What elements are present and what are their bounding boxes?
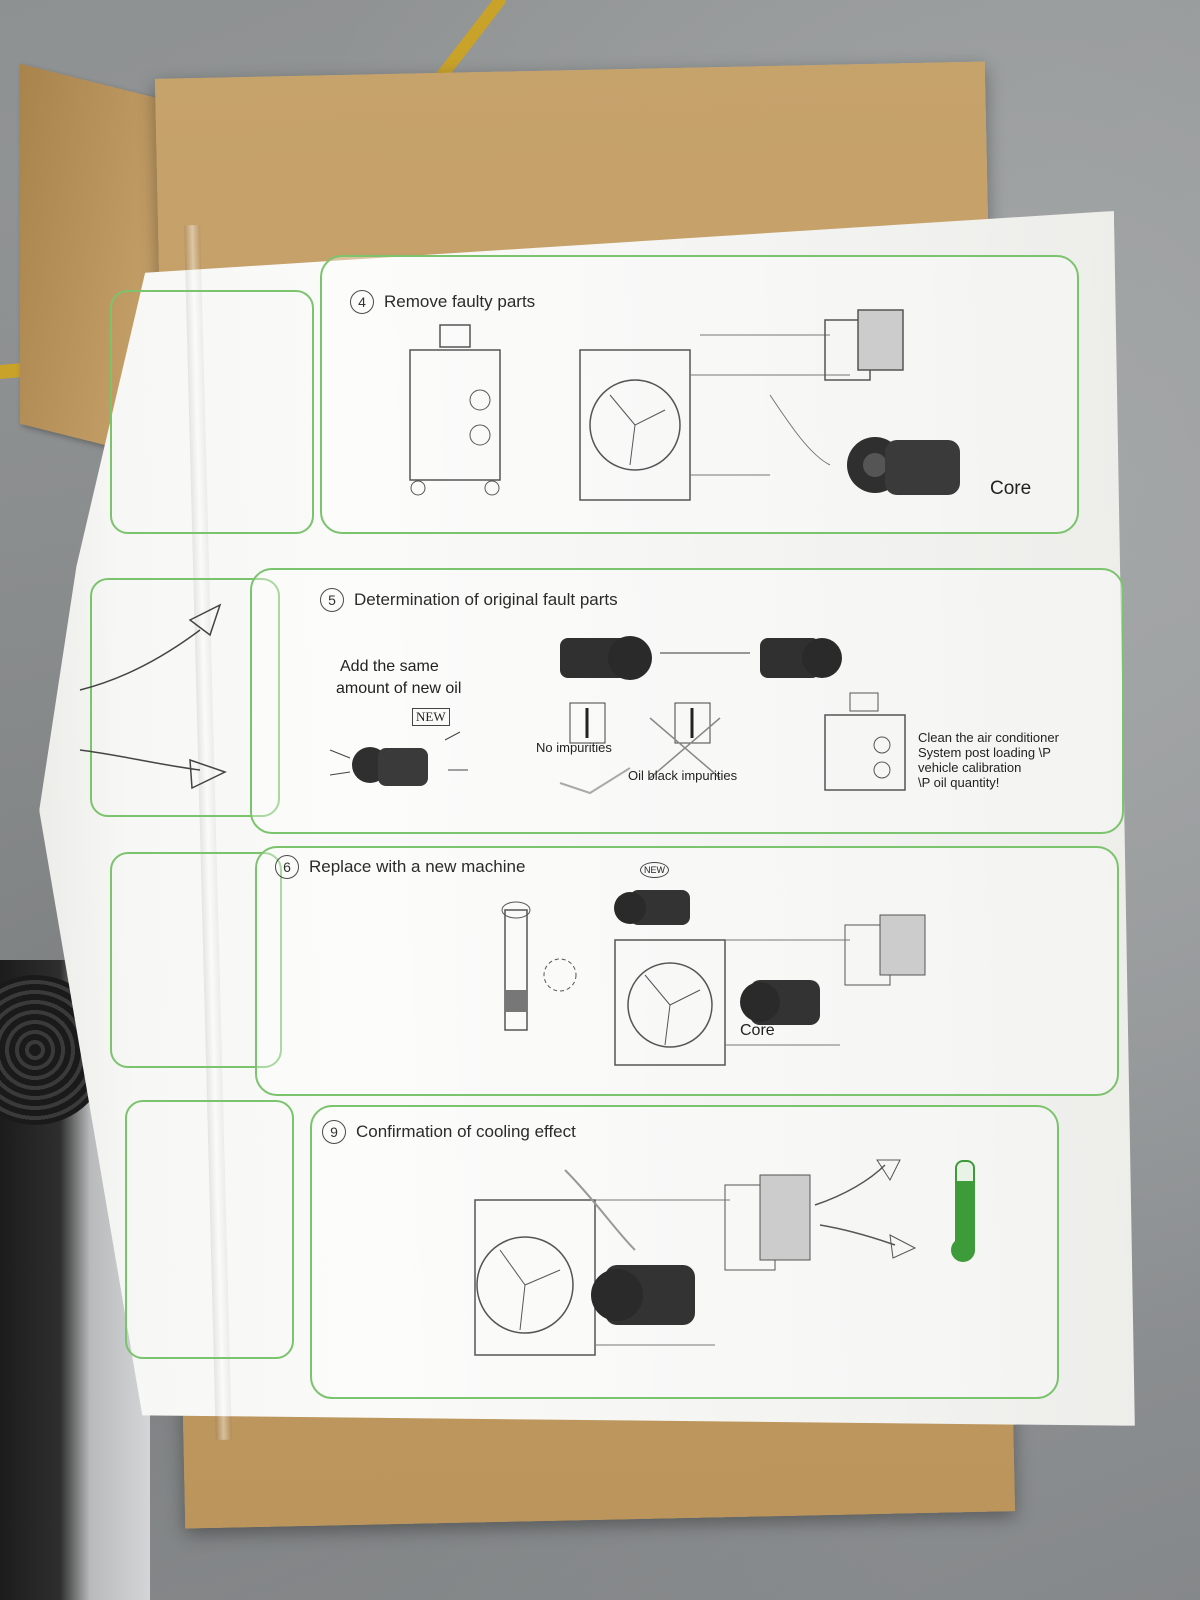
left-panel-3 (110, 852, 282, 1068)
thermometer-bulb (951, 1238, 975, 1262)
left-arrows-art (79, 603, 227, 790)
step4-title-text: Remove faulty parts (384, 292, 536, 311)
cleaning-machine-icon (824, 692, 906, 791)
step9-number: 9 (322, 1120, 346, 1144)
no-impurities-label: No impurities (536, 740, 612, 755)
left-panel-2 (90, 578, 280, 817)
ac-system-diagram-step9 (474, 1169, 811, 1356)
step4-title: 4 Remove faulty parts (350, 290, 535, 314)
step6-number: 6 (275, 855, 299, 879)
step4-core-label: Core (990, 478, 1032, 499)
step9-title: 9 Confirmation of cooling effect (322, 1120, 576, 1144)
step6-core-label: Core (740, 1022, 775, 1039)
airflow-arrows-icon (814, 1159, 917, 1259)
faulty-compressor-pair (560, 636, 842, 680)
new-oil-tag: NEW (412, 708, 450, 726)
step9-title-text: Confirmation of cooling effect (356, 1122, 576, 1141)
add-oil-text-line2: amount of new oil (336, 680, 462, 697)
step5-panel (250, 568, 1124, 834)
step6-panel (255, 846, 1119, 1096)
new-compressor-icon (329, 731, 468, 786)
add-oil-text-line1: Add the same (340, 658, 439, 675)
drier-filter-icon (501, 901, 577, 1031)
ac-system-diagram (579, 334, 850, 501)
evaporator-icon (824, 309, 904, 381)
recovery-machine-icon (409, 324, 501, 496)
ac-system-diagram-step6 (614, 890, 926, 1066)
step5-number: 5 (320, 588, 344, 612)
clean-note-line1: Clean the air conditioner (918, 730, 1059, 745)
step5-title: 5 Determination of original fault parts (320, 588, 618, 612)
clean-note: Clean the air conditioner System post lo… (918, 730, 1059, 790)
step4-number: 4 (350, 290, 374, 314)
oil-black-impurities-label: Oil black impurities (628, 768, 738, 783)
oil-sample-containers (559, 702, 721, 795)
compressor-icon-step4 (847, 437, 960, 495)
left-panel-1 (110, 290, 314, 534)
clean-note-line4: \P oil quantity! (918, 775, 1000, 790)
clean-note-line3: vehicle calibration (918, 760, 1022, 775)
step5-title-text: Determination of original fault parts (354, 590, 618, 609)
step6-title-text: Replace with a new machine (309, 857, 526, 876)
clean-note-line2: System post loading \P (918, 745, 1051, 760)
step6-title: 6 Replace with a new machine (275, 855, 525, 879)
step9-panel (310, 1105, 1059, 1399)
left-panel-4 (125, 1100, 294, 1359)
step6-new-tag: NEW (640, 862, 669, 878)
